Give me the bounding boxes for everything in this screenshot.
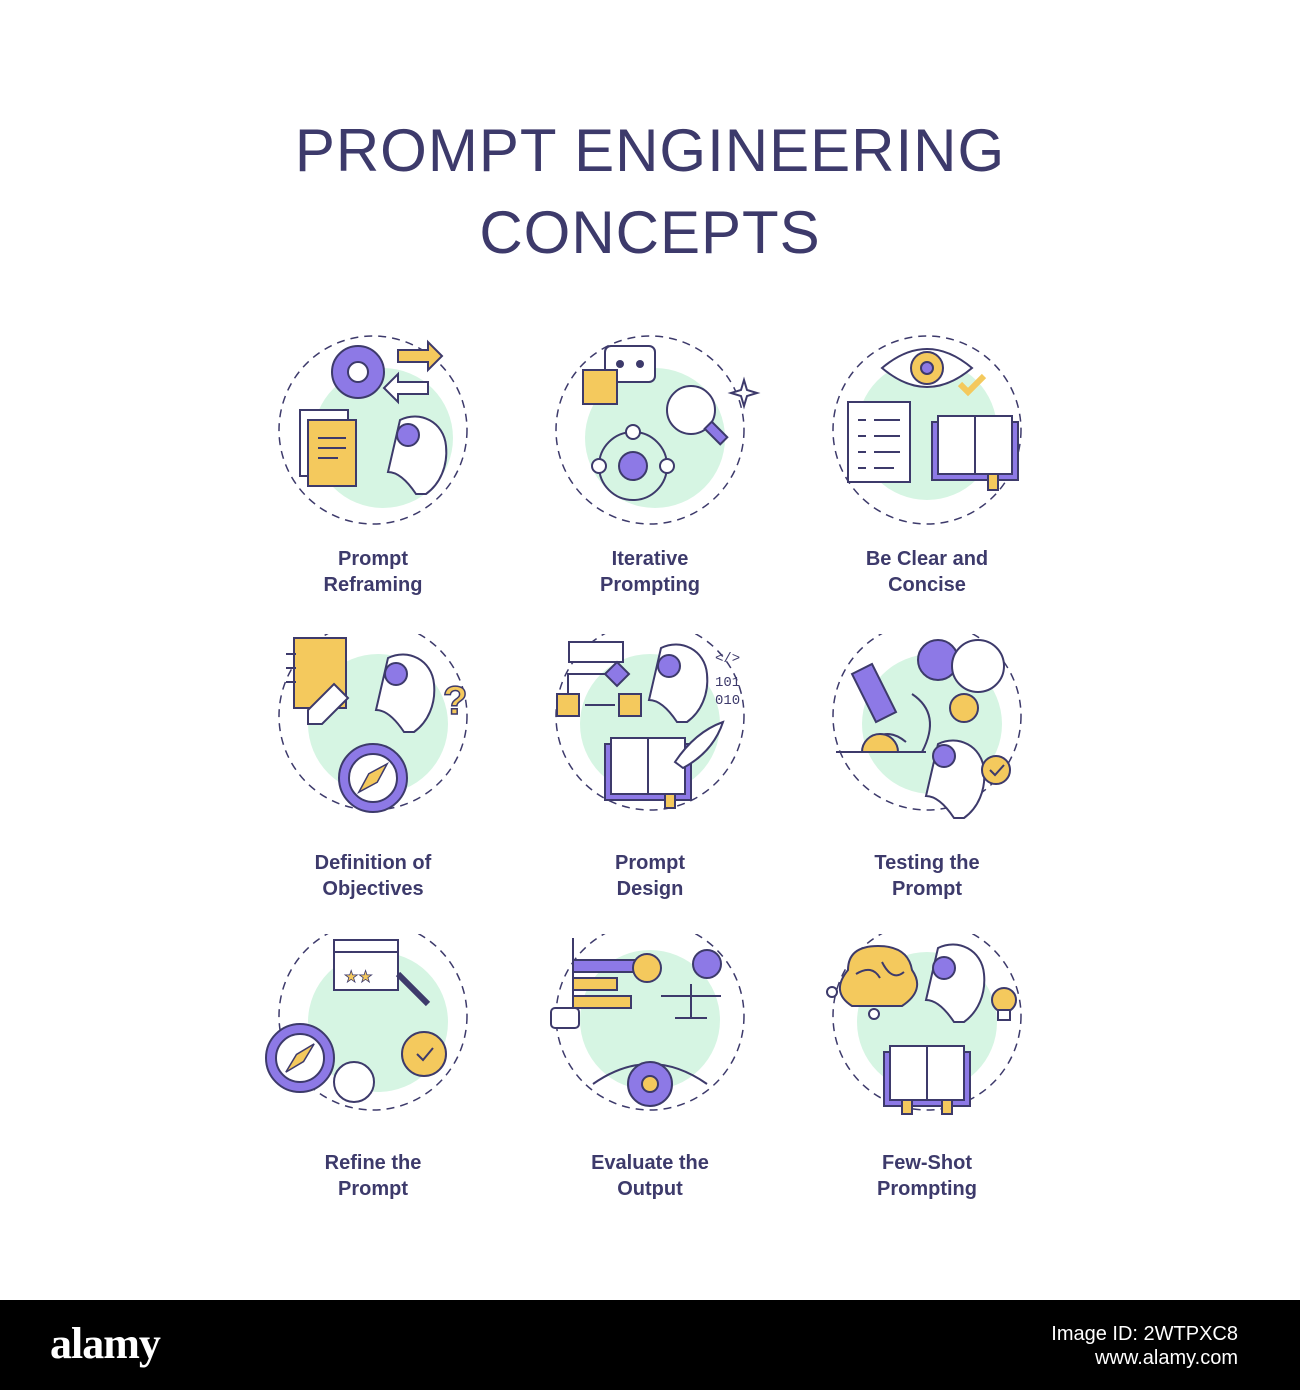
svg-text:</>: </> bbox=[715, 651, 740, 667]
page-title-line-2: CONCEPTS bbox=[479, 199, 821, 266]
concept-card: Evaluate the Output bbox=[515, 934, 785, 1214]
concept-label-line-2: Prompt bbox=[892, 878, 962, 900]
concept-label-line-2: Prompt bbox=[338, 1178, 408, 1200]
svg-text:?: ? bbox=[443, 679, 467, 723]
robot-magnifier-cycle-icon bbox=[555, 335, 761, 525]
notebook-head-compass-icon: ? bbox=[278, 634, 468, 813]
svg-text:010: 010 bbox=[715, 693, 740, 709]
concept-card: </> 101 010 Prompt Design bbox=[515, 634, 785, 914]
eye-checklist-book-icon bbox=[832, 335, 1022, 525]
concept-label-line-2: Design bbox=[616, 878, 684, 900]
concept-label-line-1: Refine the bbox=[324, 1152, 422, 1174]
concept-label-line-1: Evaluate the bbox=[591, 1152, 709, 1174]
watermark-footer bbox=[0, 1300, 1300, 1390]
concept-label-line-2: Prompting bbox=[877, 1178, 977, 1200]
concept-label-line-2: Objectives bbox=[322, 878, 424, 900]
concept-card: Iterative Prompting bbox=[515, 330, 785, 610]
page-title-line-1: PROMPT ENGINEERING bbox=[294, 117, 1006, 184]
svg-text:101: 101 bbox=[715, 675, 740, 691]
concept-label-line-2: Prompting bbox=[600, 574, 700, 596]
flowchart-head-code-book-icon: </> 101 010 bbox=[555, 634, 745, 811]
microscope-head-badge-icon bbox=[832, 634, 1022, 819]
concept-label-line-1: Be Clear and bbox=[865, 548, 989, 570]
image-id-line-1: Image ID: 2WTPXC8 bbox=[1051, 1323, 1238, 1345]
gear-arrows-document-head-icon bbox=[278, 335, 468, 525]
concept-label-line-1: Prompt bbox=[338, 548, 408, 570]
concept-card: Testing the Prompt bbox=[792, 634, 1062, 914]
concept-card: ? Definition of Objectives bbox=[238, 634, 508, 914]
concept-card: Be Clear and Concise bbox=[792, 330, 1062, 610]
svg-text:★★: ★★ bbox=[344, 967, 373, 986]
brain-head-bulb-book-icon bbox=[826, 934, 1022, 1115]
concept-label-line-2: Concise bbox=[888, 574, 966, 596]
image-id: Image ID: 2WTPXC8 www.alamy.com bbox=[1051, 1322, 1238, 1370]
concept-label-line-1: Testing the bbox=[874, 852, 980, 874]
concept-label-line-2: Output bbox=[617, 1178, 683, 1200]
concept-card: ★★ Refine the Prompt bbox=[238, 934, 508, 1214]
rating-wrench-gear-compass-icon: ★★ bbox=[265, 934, 468, 1111]
concept-label-line-1: Definition of bbox=[314, 852, 432, 874]
concept-label-line-2: Reframing bbox=[323, 574, 423, 596]
concept-card: Prompt Reframing bbox=[238, 330, 508, 610]
alamy-logo: alamy bbox=[50, 1319, 161, 1368]
concept-label-line-1: Prompt bbox=[615, 852, 685, 874]
concept-label-line-1: Iterative bbox=[611, 548, 689, 570]
concept-label-line-1: Few-Shot bbox=[882, 1152, 972, 1174]
image-id-line-2: www.alamy.com bbox=[1095, 1347, 1238, 1369]
concept-card: Few-Shot Prompting bbox=[792, 934, 1062, 1214]
chart-scale-eye-icon bbox=[550, 934, 745, 1111]
